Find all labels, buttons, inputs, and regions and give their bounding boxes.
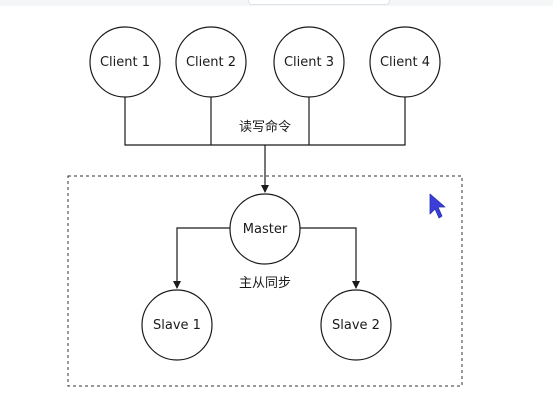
sync-label: 主从同步	[239, 276, 291, 291]
client-node-label: Client 1	[100, 55, 150, 70]
rw-label-background	[232, 116, 298, 136]
slave-node-label: Slave 2	[332, 318, 380, 333]
connector-client-1	[124, 97, 265, 146]
client-node-4[interactable]: Client 4	[369, 26, 441, 98]
arrow-master-to-slave-2	[300, 227, 360, 289]
client-node-label: Client 3	[284, 55, 334, 70]
master-node[interactable]: Master	[229, 193, 301, 265]
client-node-label: Client 4	[380, 55, 430, 70]
rw-command-label: 读写命令	[239, 119, 291, 135]
slave-node-label: Slave 1	[153, 318, 201, 333]
slave-node-1[interactable]: Slave 1	[141, 289, 213, 361]
client-node-label: Client 2	[186, 55, 236, 70]
arrow-master-to-slave-1	[173, 227, 230, 289]
slave-node-2[interactable]: Slave 2	[320, 289, 392, 361]
client-node-2[interactable]: Client 2	[175, 26, 247, 98]
top-tab	[248, 0, 390, 5]
client-node-1[interactable]: Client 1	[89, 26, 161, 98]
client-node-3[interactable]: Client 3	[273, 26, 345, 98]
connector-client-4	[265, 97, 406, 146]
mouse-cursor-icon	[429, 193, 446, 219]
master-node-label: Master	[243, 222, 288, 237]
replication-group-boundary	[67, 175, 463, 387]
